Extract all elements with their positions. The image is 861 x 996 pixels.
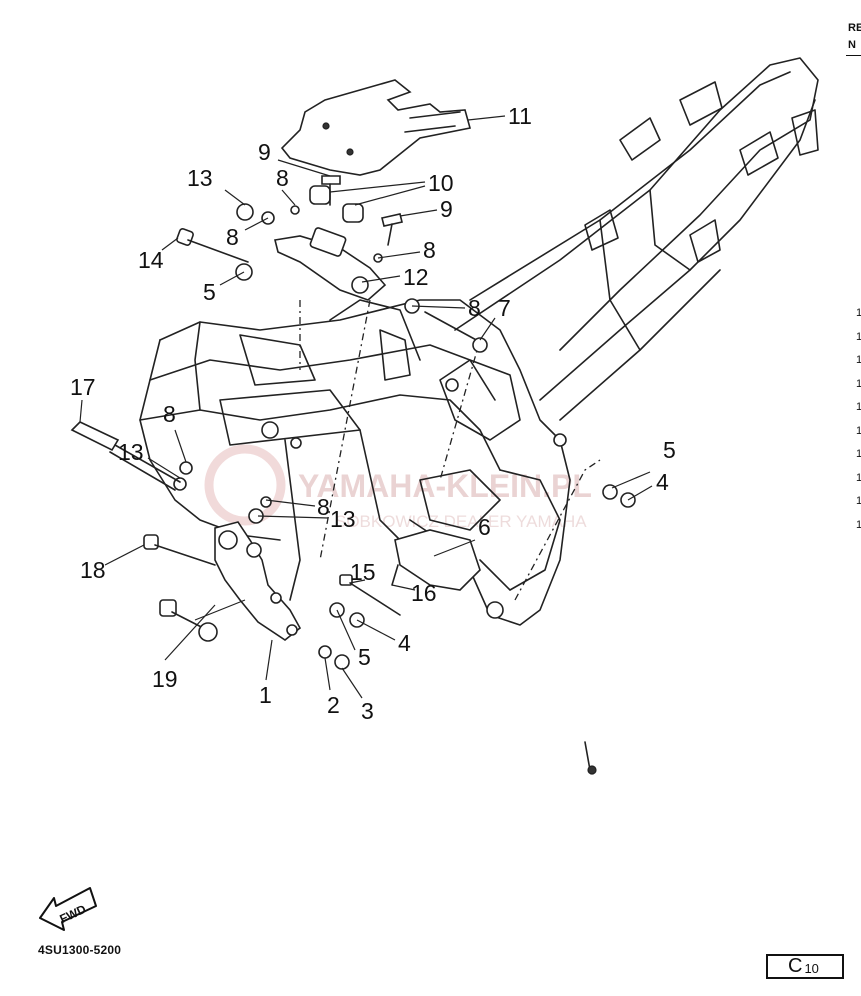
pivot-shaft-17 — [70, 421, 181, 491]
watermark-tagline: SOBKOWICZ DEALER YAMAHA — [335, 512, 587, 531]
callout-label: 7 — [498, 295, 511, 321]
ref-row-mark: 1 — [856, 330, 861, 343]
ref-header-line: N — [848, 39, 856, 51]
callout-labels: 11 9 10 13 8 9 8 8 14 12 5 8 7 17 8 13 5… — [70, 103, 676, 724]
callout-label: 8 — [226, 224, 239, 250]
callout-label: 2 — [327, 692, 340, 718]
page-number-box: C 10 — [766, 954, 844, 979]
ref-table-column: 1 1 1 1 1 1 1 1 1 1 — [856, 302, 861, 537]
callout-label: 9 — [258, 139, 271, 165]
ref-row-mark: 1 — [856, 448, 861, 460]
callout-label: 12 — [403, 264, 429, 290]
ref-table-header: RE N — [848, 20, 861, 54]
callout-label: 17 — [70, 374, 96, 400]
ref-row-mark: 1 — [856, 471, 861, 484]
callout-label: 9 — [440, 196, 453, 222]
callout-label: 8 — [276, 165, 289, 191]
callout-label: 4 — [398, 630, 411, 656]
engine-mount-6 — [339, 529, 481, 616]
loose-bolt — [584, 741, 591, 771]
callout-label: 8 — [317, 494, 330, 520]
fwd-arrow-icon: FWD — [39, 887, 97, 931]
callout-label: 13 — [118, 439, 144, 465]
ref-header-line: RE — [848, 22, 861, 34]
callout-label: 11 — [508, 103, 532, 129]
callout-label: 16 — [411, 580, 437, 606]
ref-row-mark: 1 — [856, 377, 861, 390]
diagram-code: 4SU1300-5200 — [38, 943, 122, 957]
callout-label: 3 — [361, 698, 374, 724]
damper-bracket — [274, 227, 387, 301]
page-prefix: C — [788, 955, 803, 977]
callout-label: 6 — [478, 514, 491, 540]
callout-label: 1 — [259, 682, 272, 708]
rubber-dampers — [309, 185, 364, 223]
callout-label: 5 — [663, 437, 676, 463]
ref-row-mark: 1 — [856, 354, 861, 366]
ref-row-mark: 1 — [856, 424, 861, 437]
callout-label: 14 — [138, 247, 164, 273]
callout-label: 8 — [423, 237, 436, 263]
callout-label: 8 — [468, 295, 481, 321]
bolt-14 — [176, 228, 249, 263]
callout-label: 8 — [163, 401, 176, 427]
bolts — [321, 175, 403, 246]
ref-header-rule — [846, 55, 861, 56]
ref-row-mark: 1 — [856, 518, 861, 531]
callout-label: 15 — [350, 559, 376, 585]
callout-label: 18 — [80, 557, 106, 583]
callout-label: 19 — [152, 666, 178, 692]
bolts-18-19 — [143, 534, 218, 642]
callout-label: 13 — [187, 165, 213, 191]
callout-label: 10 — [428, 170, 454, 196]
leader-lines — [79, 115, 653, 699]
ref-row-mark: 1 — [856, 307, 861, 319]
ref-row-mark: 1 — [856, 495, 861, 507]
bolt-7 — [424, 311, 488, 353]
page-number: 10 — [804, 961, 819, 976]
callout-label: 13 — [330, 506, 356, 532]
watermark-brand: YAMAHA-KLEIN.PL — [298, 468, 592, 504]
ref-row-mark: 1 — [856, 401, 861, 413]
callout-label: 5 — [358, 644, 371, 670]
loose-bolt-head — [587, 765, 597, 775]
callout-label: 5 — [203, 279, 216, 305]
callout-label: 4 — [656, 469, 669, 495]
engine-bracket-1 — [214, 521, 302, 641]
watermark: YAMAHA-KLEIN.PL SOBKOWICZ DEALER YAMAHA — [204, 444, 592, 531]
seat-bracket — [280, 79, 472, 176]
